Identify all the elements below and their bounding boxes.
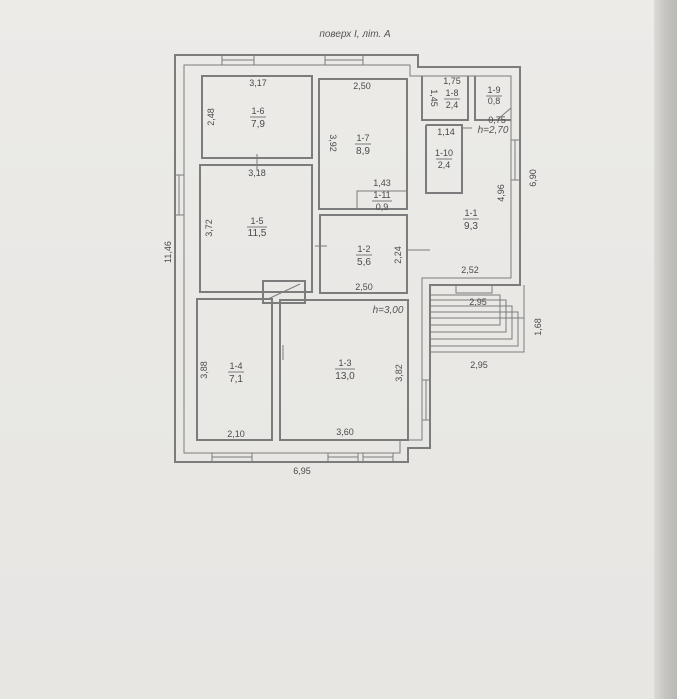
dim-2-50-top: 2,50 <box>353 81 371 91</box>
room-1-10-area: 2,4 <box>438 160 451 170</box>
dim-3-17: 3,17 <box>249 78 267 88</box>
room-1-4-area: 7,1 <box>229 374 243 385</box>
dim-3-18: 3,18 <box>248 168 266 178</box>
stair-hatch <box>262 280 306 304</box>
room-1-3-id: 1-3 <box>338 358 351 368</box>
room-1-5-id: 1-5 <box>250 216 263 226</box>
dim-11-46: 11,46 <box>163 241 173 263</box>
dim-2-24: 2,24 <box>393 246 403 264</box>
dim-2-95-upper: 2,95 <box>469 297 487 307</box>
room-1-7-area: 8,9 <box>356 146 370 157</box>
room-labels: 1-6 7,9 1-7 8,9 1-5 11,5 1-2 5,6 1-11 0,… <box>228 85 502 385</box>
porch-steps <box>430 285 525 353</box>
dim-3-92: 3,92 <box>328 134 338 152</box>
room-1-4-id: 1-4 <box>229 361 242 371</box>
dim-2-48: 2,48 <box>206 108 216 126</box>
dim-2-95-lower: 2,95 <box>470 360 488 370</box>
dim-2-10: 2,10 <box>227 429 245 439</box>
room-1-11-id: 1-11 <box>373 190 390 200</box>
outer-walls <box>174 54 521 463</box>
dim-2-50-mid: 2,50 <box>355 282 373 292</box>
room-1-2-area: 5,6 <box>357 257 371 268</box>
height-2-70: h=2,70 <box>478 125 509 136</box>
plan-title: поверх І, літ. А <box>319 29 391 40</box>
dim-2-52: 2,52 <box>461 265 479 275</box>
room-1-10-id: 1-10 <box>435 148 453 158</box>
dim-0-75: 0,75 <box>488 115 506 125</box>
room-1-11-area: 0,9 <box>376 202 389 212</box>
room-1-6-area: 7,9 <box>251 119 265 130</box>
room-1-5-area: 11,5 <box>248 228 267 239</box>
room-1-8-area: 2,4 <box>446 100 459 110</box>
dim-6-90: 6,90 <box>528 169 538 187</box>
room-1-8-id: 1-8 <box>445 88 458 98</box>
dim-6-95: 6,95 <box>293 466 311 476</box>
tick-marks <box>256 127 472 360</box>
room-1-3-area: 13,0 <box>335 371 355 382</box>
height-3-00: h=3,00 <box>373 305 404 316</box>
page-edge <box>654 0 677 699</box>
interior-walls <box>196 75 512 441</box>
dim-1-14: 1,14 <box>437 127 455 137</box>
dim-1-43: 1,43 <box>373 178 391 188</box>
room-1-7-id: 1-7 <box>356 133 369 143</box>
room-1-6-id: 1-6 <box>251 106 264 116</box>
dim-4-96: 4,96 <box>496 184 506 202</box>
dim-3-88: 3,88 <box>199 361 209 379</box>
dim-3-72: 3,72 <box>204 219 214 237</box>
room-1-1-area: 9,3 <box>464 221 478 232</box>
room-1-1-id: 1-1 <box>464 208 477 218</box>
windows <box>174 54 521 463</box>
room-1-2-id: 1-2 <box>357 244 370 254</box>
dimension-labels: 3,17 2,48 2,50 3,92 3,18 3,72 11,46 1,43… <box>163 76 543 476</box>
dim-1-68: 1,68 <box>533 318 543 336</box>
dim-3-60: 3,60 <box>336 427 354 437</box>
dim-3-82: 3,82 <box>394 364 404 382</box>
dim-1-75: 1,75 <box>443 76 461 86</box>
dim-1-45: 1,45 <box>429 89 439 107</box>
room-1-9-area: 0,8 <box>488 96 501 106</box>
room-1-9-id: 1-9 <box>487 85 500 95</box>
